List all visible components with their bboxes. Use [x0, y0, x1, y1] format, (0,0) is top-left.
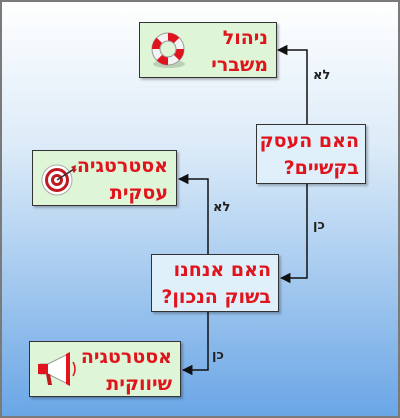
marketing-strategy-label: אסטרטגיה שיווקית: [81, 344, 172, 398]
edge-label-market-yes: כן: [212, 348, 224, 363]
crisis-line2: משברי: [211, 54, 268, 76]
crisis-label: ניהול משברי: [211, 25, 268, 79]
edge-label-difficulty-no: לא: [313, 68, 331, 83]
market-line2: בשוק הנכון?: [161, 286, 271, 308]
marketing-strategy-line2: שיווקית: [106, 373, 172, 395]
crisis-management-node: ניהול משברי: [139, 22, 277, 78]
edge-label-market-no: לא: [213, 200, 231, 215]
difficulty-line1: האם העסק: [259, 130, 359, 152]
edge-market-to-business: [177, 173, 209, 254]
marketing-strategy-line1: אסטרטגיה: [80, 346, 172, 368]
edge-label-difficulty-yes: כן: [313, 218, 325, 233]
business-strategy-line1: אסטרטגיה: [76, 155, 168, 177]
crisis-line1: ניהול: [222, 27, 268, 49]
edge-market-to-marketing: [181, 312, 209, 376]
business-strategy-label: אסטרטגיה עסקית: [77, 153, 168, 207]
edge-difficulty-to-crisis: [276, 44, 308, 124]
business-strategy-node: אסטרטגיה עסקית: [32, 150, 177, 206]
market-label: האם אנחנו בשוק הנכון?: [161, 257, 271, 311]
megaphone-icon: [36, 350, 80, 394]
edge-difficulty-to-market: [279, 184, 308, 284]
difficulty-line2: בקשיים?: [283, 157, 359, 179]
life-ring-icon: [148, 31, 188, 75]
business-strategy-line2: עסקית: [109, 182, 168, 204]
marketing-strategy-node: אסטרטגיה שיווקית: [29, 341, 181, 397]
difficulty-label: האם העסק בקשיים?: [260, 128, 359, 182]
target-icon: [41, 161, 77, 201]
right-market-question-node: האם אנחנו בשוק הנכון?: [151, 254, 279, 312]
market-line1: האם אנחנו: [173, 259, 271, 281]
business-difficulty-question-node: האם העסק בקשיים?: [256, 124, 366, 184]
